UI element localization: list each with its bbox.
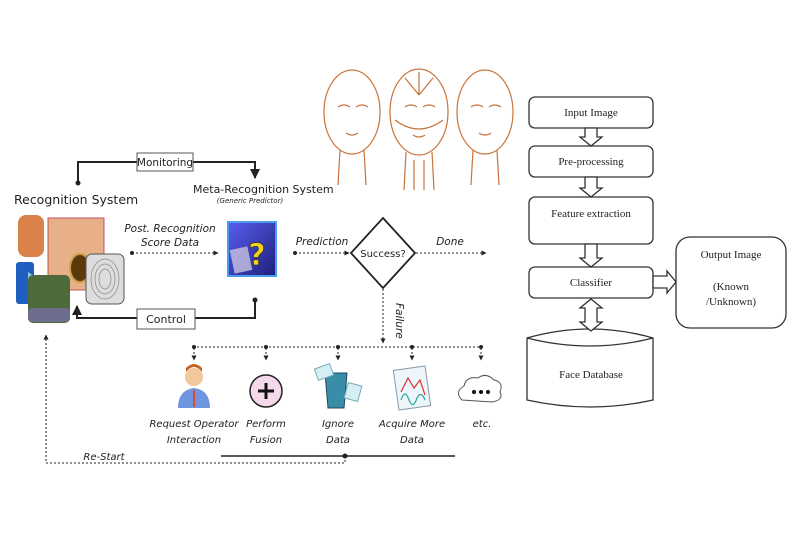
action-ignore-data: Ignore Data [313,362,363,446]
face-database-cylinder [526,328,654,408]
output-image-label: Output Image [701,249,762,261]
trash-icon [324,372,348,409]
post-recognition-label: Post. Recognition [124,223,215,235]
face-drawing-plain [323,69,381,186]
branch-node [192,345,196,349]
face-3d-image [18,215,44,257]
restart-arrow [43,334,346,464]
output-known-label: (Known [713,281,750,293]
face-recognition-flowchart [526,96,787,408]
recognition-system-title: Recognition System [14,192,138,207]
arrow-right-icon [652,269,677,295]
action-label-line1: Acquire More [378,419,445,430]
failure-label: Failure [393,303,405,339]
output-unknown-label: /Unknown) [706,296,756,308]
success-decision-label: Success? [360,249,406,260]
action-label-line1: etc. [473,419,492,430]
person-icon [185,368,203,386]
action-label-line1: Ignore [322,419,354,430]
monitoring-loop: Monitoring [75,152,260,186]
meta-recognition-subtitle: (Generic Predictor) [217,197,284,205]
input-image-label: Input Image [564,107,618,119]
feature-extraction-box [528,196,654,245]
monitoring-label: Monitoring [137,157,193,169]
svg-text:?: ? [248,238,265,273]
action-acquire-more-data: Acquire More Data [378,365,445,446]
branch-node [264,345,268,349]
branch-node [479,345,483,349]
action-label-line1: Perform [246,419,286,430]
classifier-label: Classifier [570,277,612,289]
face-drawings [323,68,514,191]
control-label: Control [146,313,186,326]
face-database-label: Face Database [559,369,623,381]
restart-label: Re-Start [83,452,125,463]
action-perform-fusion: Perform Fusion [246,374,286,446]
preprocessing-label: Pre-processing [558,156,624,168]
action-etc: etc. [458,374,502,430]
control-loop: Control [72,297,258,330]
fingerprint-image [85,253,125,305]
done-label: Done [436,236,464,248]
monitoring-box [136,152,194,172]
success-decision-diamond [349,216,417,290]
arrow-down-icon [578,243,604,268]
prediction-label: Prediction [296,236,349,248]
action-label-line1: Request Operator [149,419,239,430]
cloud-icon [458,374,502,403]
action-label-line2: Data [326,435,350,446]
double-arrow-icon [578,298,604,332]
action-label-line2: Data [400,435,424,446]
branch-node [336,345,340,349]
score-data-label: Score Data [141,237,199,249]
control-box [136,308,196,330]
meta-recognition-cube-icon: ? [227,221,277,277]
face-drawing-keypoints [456,69,514,186]
arrow-down-icon [578,127,604,147]
arrow-down-icon [578,176,604,198]
branch-node [410,345,414,349]
action-label-line2: Interaction [167,435,221,446]
action-request-operator: Request Operator Interaction [149,364,239,446]
meta-recognition-title: Meta-Recognition System [193,183,334,196]
face-drawing-landmarks [389,68,449,191]
action-label-line2: Fusion [250,435,282,446]
recognition-system-collage [16,215,125,323]
feature-extraction-label: Feature extraction [551,208,631,220]
chart-icon [392,365,432,411]
action-branches [191,345,484,361]
